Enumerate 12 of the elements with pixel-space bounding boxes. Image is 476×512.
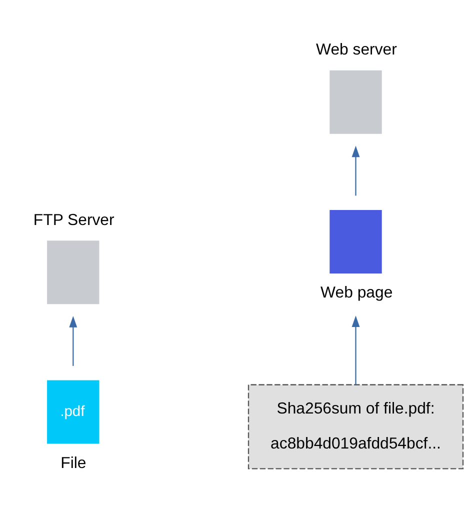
node-box — [330, 70, 382, 134]
arrow — [352, 145, 360, 196]
node-label: Web page — [320, 284, 393, 302]
arrow — [69, 315, 78, 366]
node-label: File — [60, 454, 86, 472]
node-box: Sha256sum of file.pdf: ac8bb4d019afdd54bcf... — [248, 384, 464, 469]
node-label: Web server — [316, 41, 397, 58]
node-box: .pdf — [47, 380, 100, 444]
node-box — [330, 209, 382, 274]
arrow — [352, 315, 360, 384]
node-label: FTP Server — [33, 211, 114, 228]
node-box — [47, 240, 100, 304]
